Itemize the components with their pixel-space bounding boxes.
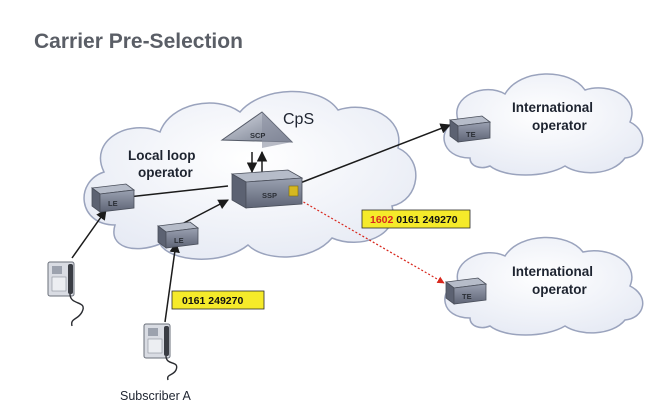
ssp-switch: SSP xyxy=(230,169,304,209)
cps-label: CpS xyxy=(283,111,314,128)
intl-top-line2: operator xyxy=(532,118,588,133)
link-ssp-intl-top xyxy=(299,123,451,184)
intl-top-line1: International xyxy=(512,100,593,115)
link-phone1-le1 xyxy=(71,209,107,259)
cps-number-text: 1602 0161 249270 xyxy=(370,214,458,226)
page-title: Carrier Pre-Selection xyxy=(34,30,243,53)
ssp-label: SSP xyxy=(262,191,277,200)
intl-bottom-line1: International xyxy=(512,264,593,279)
le-switch-2: LE xyxy=(156,221,200,249)
link-le1-ssp xyxy=(127,185,229,198)
phone-icon xyxy=(47,261,84,327)
international-cloud-top xyxy=(443,73,644,176)
le2-label: LE xyxy=(174,236,184,245)
le-switch-1: LE xyxy=(90,183,136,213)
local-operator-line1: Local loop xyxy=(128,148,196,163)
te-top-label: TE xyxy=(466,130,476,139)
te-switch-top: TE xyxy=(448,115,492,143)
scp-node: SCP xyxy=(220,111,294,148)
subscriber-label: Subscriber A xyxy=(120,389,192,403)
te-switch-bottom: TE xyxy=(444,277,488,305)
link-le2-ssp xyxy=(177,199,229,227)
international-cloud-bottom xyxy=(444,236,644,336)
local-operator-line2: operator xyxy=(138,165,194,180)
dialed-number-text: 0161 249270 xyxy=(182,295,243,307)
te-bottom-label: TE xyxy=(462,292,472,301)
intl-bottom-line2: operator xyxy=(532,282,588,297)
dialed-number-box: 0161 249270 xyxy=(171,290,265,310)
subscriber-phone-icon xyxy=(143,323,178,381)
scp-label: SCP xyxy=(250,131,265,140)
cps-dialed: 0161 249270 xyxy=(396,214,457,226)
cps-number-box: 1602 0161 249270 xyxy=(361,209,471,229)
link-phone2-le2 xyxy=(164,241,180,323)
le1-label: LE xyxy=(108,199,118,208)
cps-prefix: 1602 xyxy=(370,214,394,226)
